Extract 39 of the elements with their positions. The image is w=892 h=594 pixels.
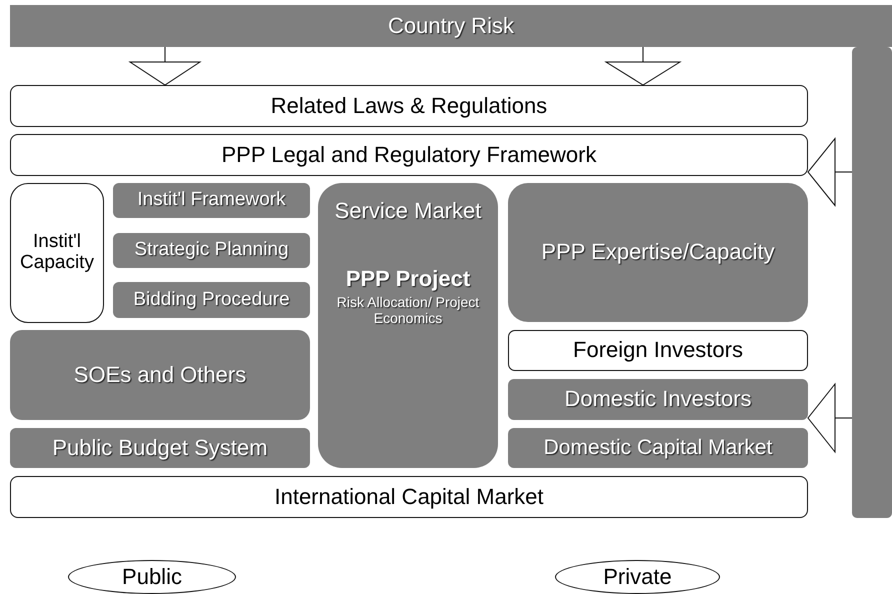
rounded-box <box>10 183 104 323</box>
node-title: Public Budget System <box>52 436 268 460</box>
node-title: Domestic Capital Market <box>544 436 772 460</box>
rounded-box <box>10 476 808 518</box>
triangle-arrow <box>606 46 680 86</box>
node-title: Public <box>122 564 182 590</box>
dark-rounded-box <box>318 183 498 468</box>
rounded-box <box>10 134 808 176</box>
node-title: Domestic Investors <box>564 387 752 412</box>
rounded-box <box>508 330 808 371</box>
node-title: Private <box>603 564 672 590</box>
dark-rounded-box <box>508 379 808 420</box>
node-title: Bidding Procedure <box>133 290 290 310</box>
node-title: Country Risk <box>388 14 514 38</box>
triangle-arrow <box>130 46 200 86</box>
node-title: PPP Expertise/Capacity <box>541 240 775 265</box>
dark-rounded-box <box>113 233 310 268</box>
node-title: International Capital Market <box>274 484 544 510</box>
node-title: Instit'l Capacity <box>19 232 95 274</box>
rounded-box <box>10 85 808 127</box>
node-title: Related Laws & Regulations <box>270 94 548 118</box>
dark-rounded-box <box>508 183 808 322</box>
node-title: Foreign Investors <box>573 338 743 363</box>
node-subtitle: Risk Allocation/ Project Economics <box>336 295 480 326</box>
risk-bar-side <box>852 47 892 518</box>
node-heading: PPP Project <box>346 267 470 292</box>
node-title: PPP Legal and Regulatory Framework <box>221 142 596 168</box>
node-title: Strategic Planning <box>134 240 289 261</box>
node-title: SOEs and Others <box>74 362 246 388</box>
dark-rounded-box <box>10 428 310 468</box>
dark-rounded-box <box>10 330 310 420</box>
risk-bar <box>10 5 892 47</box>
dark-rounded-box <box>508 428 808 468</box>
node-title: Instit'l Framework <box>137 190 286 211</box>
dark-rounded-box <box>113 282 310 318</box>
triangle-arrow <box>808 384 852 452</box>
node-title: Service Market <box>334 199 482 224</box>
dark-rounded-box <box>113 183 310 218</box>
triangle-arrow <box>808 138 852 206</box>
